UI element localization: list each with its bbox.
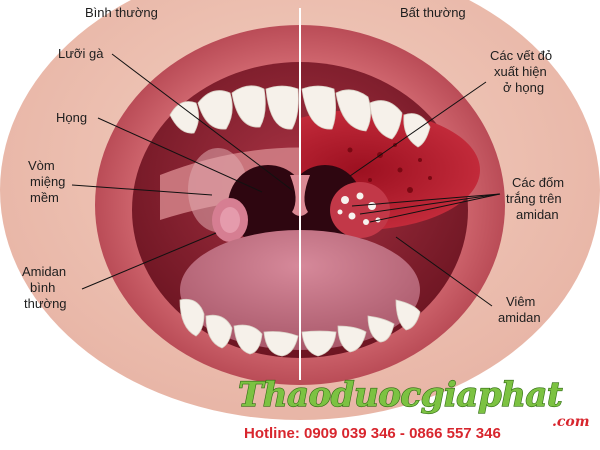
label-tonsillitis: Viêm amidan: [498, 294, 541, 325]
lower-teeth: [179, 298, 421, 357]
label-soft-palate: Vòm miệng mềm: [28, 158, 69, 205]
left-leader-lines: [71, 53, 293, 290]
header-normal: Bình thường: [85, 5, 158, 20]
brand-watermark: Thaoduocgiaphat: [238, 375, 563, 415]
upper-teeth: [169, 85, 431, 148]
hotline-text: Hotline: 0909 039 346 - 0866 557 346: [244, 425, 501, 442]
right-leader-lines: [349, 81, 501, 307]
label-throat: Họng: [56, 110, 87, 125]
label-red-spots: Các vết đỏ xuất hiện ở họng: [490, 48, 556, 95]
header-abnormal: Bất thường: [400, 5, 466, 20]
label-normal-tonsil: Amidan bình thường: [22, 264, 70, 311]
inflamed-tonsil: [330, 182, 390, 238]
label-white-spots: Các đốm trắng trên amidan: [506, 175, 568, 222]
label-uvula: Lưỡi gà: [58, 46, 104, 61]
brand-domain: .com: [552, 414, 590, 430]
abnormal-side: [300, 110, 480, 245]
